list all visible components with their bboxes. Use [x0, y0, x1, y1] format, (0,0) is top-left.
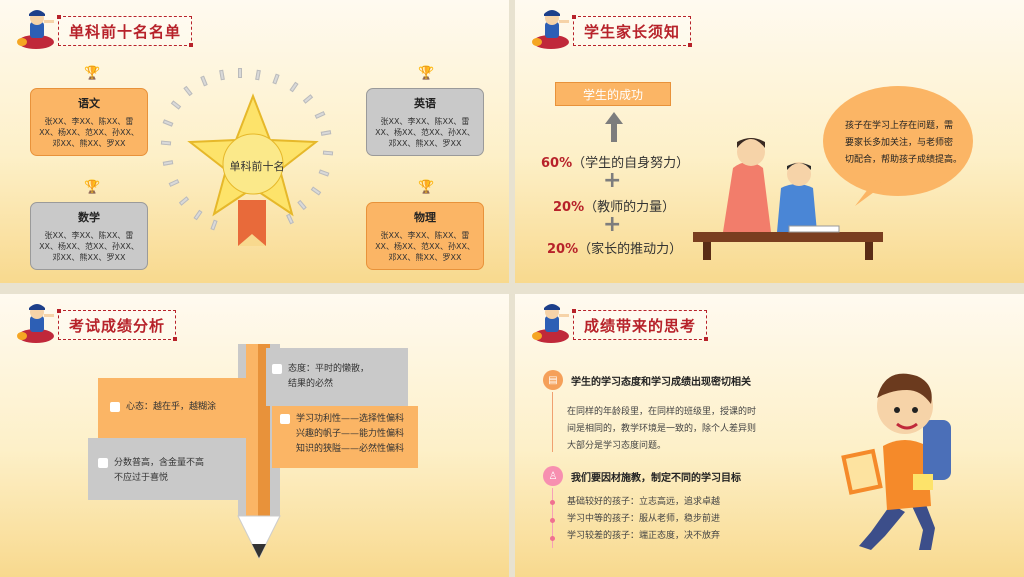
list-item: 学习中等的孩子：服从老师，稳步前进 [567, 514, 721, 524]
analysis-card-mindset [98, 378, 246, 438]
mascot-rocket-icon [532, 304, 569, 343]
slide-parent-notice[interactable]: 学生家长须知 学生的成功 60%（学生的自身努力） + 20%（教师的力量） +… [515, 0, 1024, 283]
center-label: 单科前十名 [229, 160, 285, 173]
card-text: 态度：平时的懒散， 结果的必然 [272, 362, 369, 392]
slide-reflection[interactable]: 成绩带来的思考 ▤学生的学习态度和学习成绩出现密切相关 在同样的年龄段里，在同样… [515, 294, 1024, 577]
mascot-rocket-icon [532, 10, 569, 49]
plus-icon: + [603, 212, 622, 237]
attitude-paragraph: 在同样的年龄段里，在同样的班级里，授课的时 间是相同的，教学环境是一致的，除个人… [567, 407, 757, 451]
person-icon: ♙ [543, 466, 563, 486]
analysis-card-bias [272, 406, 418, 468]
trophy-icon: 🏆 [84, 66, 101, 81]
success-label: 学生的成功 [555, 82, 671, 106]
slide-score-analysis[interactable]: 考试成绩分析 心态：越在乎，越糊涂 分数普高，含金量不高 不应过于喜悦 态度：平… [0, 294, 509, 577]
layers-icon [98, 457, 108, 468]
mascot-rocket-icon [17, 10, 54, 49]
factor-row: 20%（教师的力量） [553, 200, 676, 215]
factor-row: 20%（家长的推动力） [547, 242, 683, 257]
card-text: 心态：越在乎，越糊涂 [110, 400, 216, 415]
parent-child-study-illustration [693, 138, 883, 260]
analysis-card-attitude [266, 348, 408, 406]
slide-title: 学生家长须知 [571, 15, 693, 47]
bubble-tail-icon [855, 180, 885, 206]
slide-title: 单科前十名名单 [56, 15, 194, 47]
book-icon: ▤ [543, 370, 563, 390]
list-item: 学习较差的孩子：端正态度，决不放弃 [567, 531, 721, 541]
goals-list: 基础较好的孩子：立志高远，追求卓越 学习中等的孩子：服从老师，稳步前进 学习较差… [567, 494, 787, 545]
layers-icon [280, 414, 290, 424]
star-icon [187, 93, 319, 246]
card-text: 分数普高，含金量不高 不应过于喜悦 [98, 456, 204, 486]
layers-icon [110, 401, 120, 412]
analysis-card-score [88, 438, 238, 500]
heading-goals: ♙我们要因材施教，制定不同的学习目标 [543, 466, 741, 486]
mascot-rocket-icon [17, 304, 54, 343]
factor-row: 60%（学生的自身努力） [541, 156, 690, 171]
slide-top-ten-list[interactable]: 单科前十名名单 单科前十名 🏆 语文 张XX、李XX、陈XX、 [0, 0, 509, 283]
list-item: 基础较好的孩子：立志高远，追求卓越 [567, 497, 721, 507]
layers-icon [272, 363, 282, 374]
heading-attitude: ▤学生的学习态度和学习成绩出现密切相关 [543, 370, 751, 390]
card-text: 学习功利性——选择性偏科兴趣的帆子——能力性偏科知识的狭隘——必然性偏科 [280, 412, 404, 457]
plus-icon: + [603, 168, 622, 193]
trophy-icon: 🏆 [418, 66, 435, 81]
trophy-icon: 🏆 [418, 180, 435, 195]
slide-title: 成绩带来的思考 [571, 309, 709, 341]
arrow-up-icon [605, 112, 623, 142]
slide-title: 考试成绩分析 [56, 309, 178, 341]
bubble-text: 孩子在学习上存在问题，需 要家长多加关注，与老师密 切配合，帮助孩子成绩提高。 [845, 121, 963, 165]
trophy-icon: 🏆 [84, 180, 101, 195]
speech-bubble [823, 86, 973, 196]
running-student-illustration [841, 373, 951, 550]
